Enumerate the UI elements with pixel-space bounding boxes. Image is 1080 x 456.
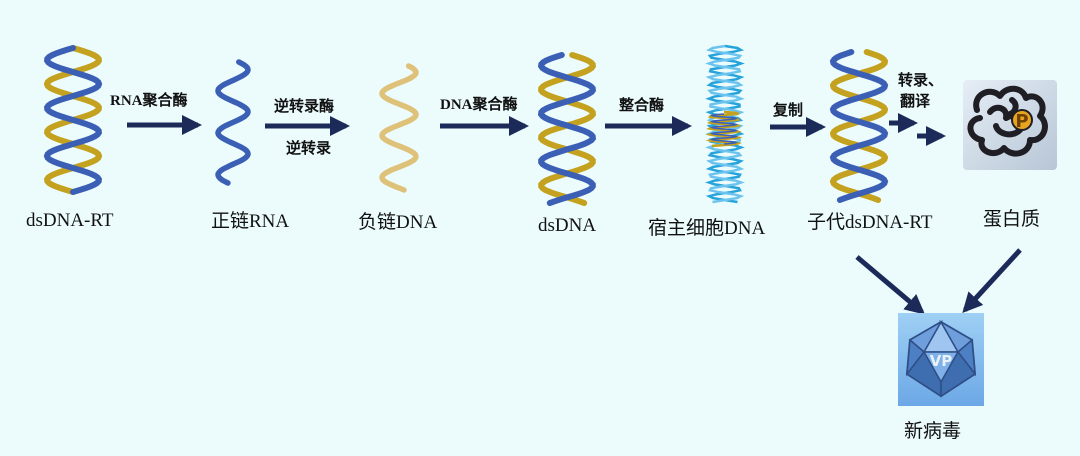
- stage-label-new-virus: 新病毒: [904, 420, 962, 442]
- stage-label-positive-rna: 正链RNA: [211, 211, 290, 232]
- step-rna-polymerase: RNA聚合酶: [110, 93, 188, 109]
- protein-icon: P: [963, 80, 1057, 170]
- step-translation: 翻译: [900, 92, 931, 110]
- arrow-assembly-right-icon: [962, 248, 1022, 313]
- step-transcription: 转录、: [898, 71, 944, 89]
- host-dna-helix-icon: [705, 44, 745, 204]
- step-integrase: 整合酶: [619, 96, 665, 114]
- protein-letter: P: [1015, 111, 1028, 132]
- progeny-helix-icon: [829, 49, 889, 203]
- stage-label-protein: 蛋白质: [983, 208, 1041, 230]
- positive-rna-strand-icon: [215, 59, 251, 186]
- step-reverse-transcriptase: 逆转录酶: [274, 97, 335, 115]
- stage-label-progeny-dsdna-rt: 子代dsDNA-RT: [807, 212, 933, 233]
- step-replication: 复制: [773, 101, 804, 119]
- dsdna-rt-helix-icon: [43, 45, 103, 195]
- virus-icon: VP: [898, 313, 984, 406]
- arrow-assembly-left-icon: [855, 255, 926, 315]
- stage-label-host-dna: 宿主细胞DNA: [648, 218, 766, 239]
- negative-dna-strand-icon: [379, 63, 419, 193]
- dsdna-helix-icon: [537, 52, 597, 206]
- stage-label-dsdna-rt: dsDNA-RT: [26, 210, 114, 231]
- virus-letters: VP: [930, 352, 953, 370]
- step-dna-polymerase: DNA聚合酶: [440, 97, 518, 113]
- process-arrows: [127, 113, 1022, 315]
- stage-label-negative-dna: 负链DNA: [358, 212, 438, 233]
- step-reverse-transcription: 逆转录: [286, 139, 332, 157]
- stage-label-dsdna: dsDNA: [538, 215, 597, 236]
